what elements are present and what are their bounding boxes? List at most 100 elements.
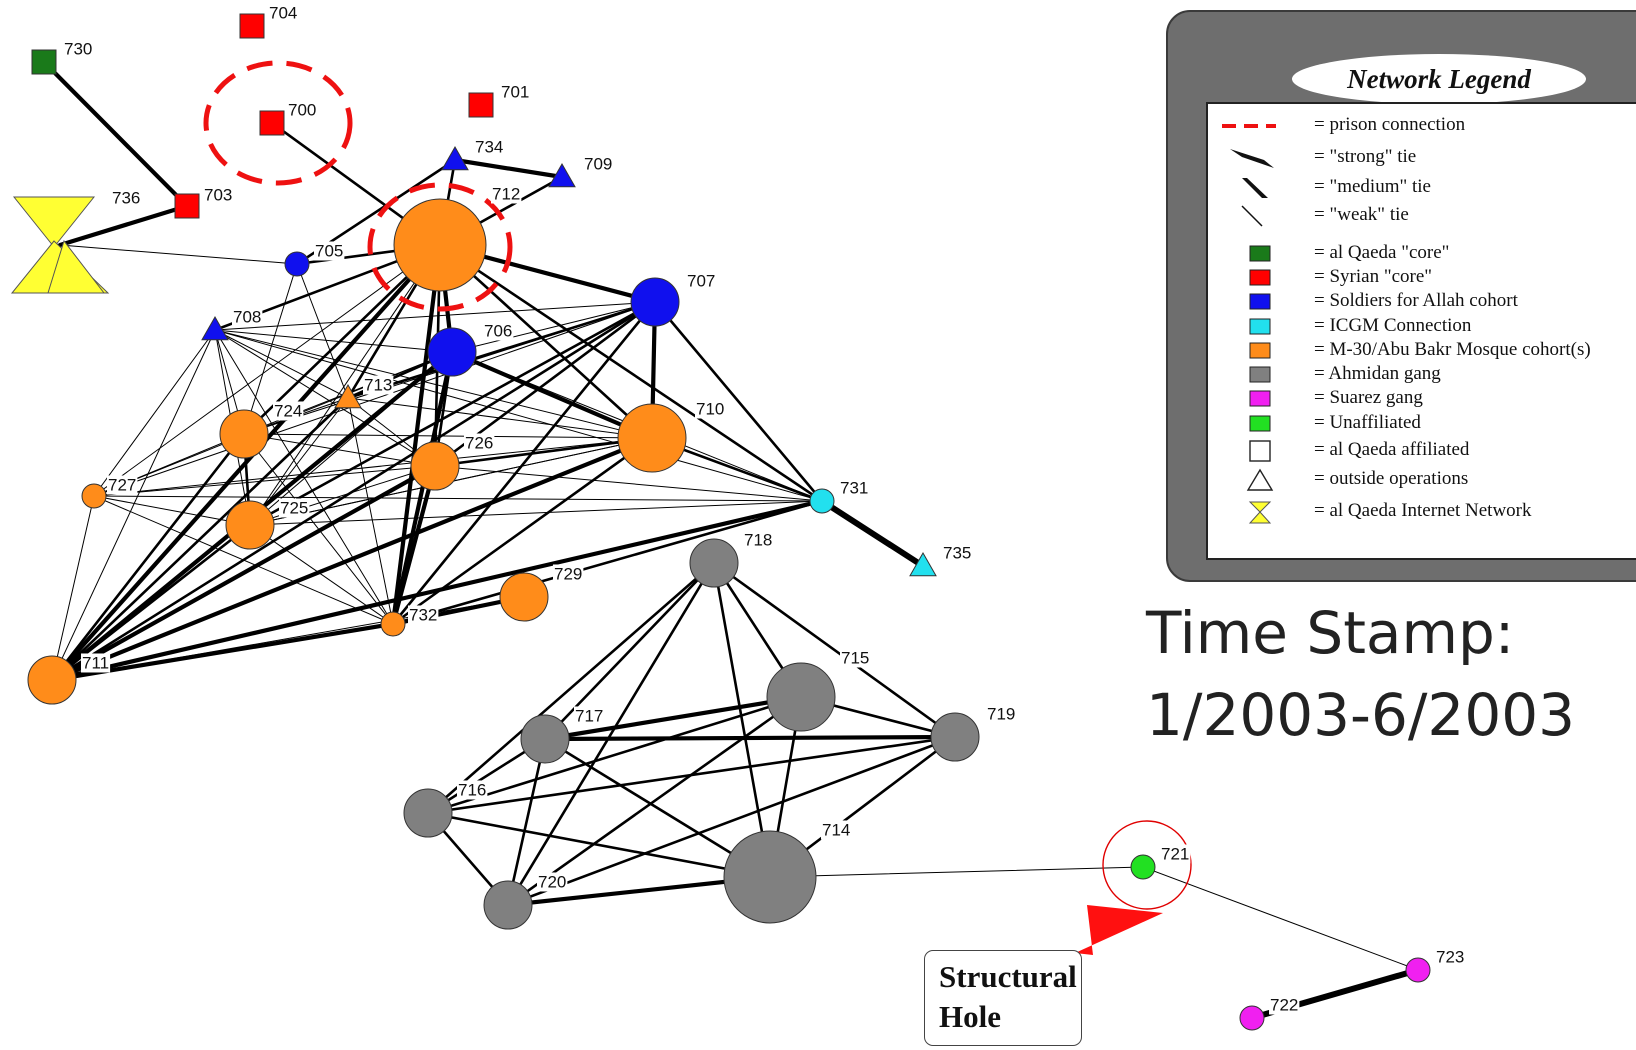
edge-726-731 bbox=[434, 465, 823, 502]
node-716[interactable] bbox=[403, 788, 453, 838]
edge-726-711 bbox=[49, 463, 438, 683]
node-726[interactable] bbox=[410, 441, 460, 491]
edge-727-732 bbox=[93, 495, 394, 625]
edge-705-713 bbox=[296, 263, 349, 399]
edge-712-731 bbox=[438, 243, 824, 503]
node-701[interactable] bbox=[468, 92, 494, 118]
node-705[interactable] bbox=[284, 251, 310, 277]
node-label-736: 736 bbox=[112, 188, 140, 207]
edge-711-731 bbox=[49, 498, 825, 683]
edge-705-724 bbox=[243, 263, 298, 435]
node-714[interactable] bbox=[723, 830, 817, 924]
node-label-714: 714 bbox=[822, 820, 850, 839]
edge-713-732 bbox=[347, 397, 394, 625]
legend-item-8: = M-30/Abu Bakr Mosque cohort(s) bbox=[1208, 337, 1636, 363]
node-721[interactable] bbox=[1130, 854, 1156, 880]
node-label-705: 705 bbox=[315, 241, 343, 260]
edge-718-714 bbox=[712, 561, 772, 879]
edge-707-727 bbox=[93, 301, 656, 497]
node-717[interactable] bbox=[520, 714, 570, 764]
node-718[interactable] bbox=[689, 538, 739, 588]
legend-item-1: = "strong" tie bbox=[1208, 144, 1636, 170]
node-724[interactable] bbox=[219, 409, 269, 459]
edge-736-705 bbox=[59, 244, 298, 265]
edge-724-711 bbox=[50, 432, 246, 682]
legend-item-9: = Ahmidan gang bbox=[1208, 361, 1636, 387]
node-723[interactable] bbox=[1405, 957, 1431, 983]
legend-label: = al Qaeda "core" bbox=[1314, 242, 1450, 263]
node-label-710: 710 bbox=[696, 399, 724, 418]
node-720[interactable] bbox=[483, 880, 533, 930]
node-731[interactable] bbox=[809, 488, 835, 514]
timestamp-label: Time Stamp: bbox=[1146, 599, 1515, 667]
node-704[interactable] bbox=[239, 13, 265, 39]
node-727[interactable] bbox=[81, 483, 107, 509]
legend-item-3: = "weak" tie bbox=[1208, 202, 1636, 228]
node-label-725: 725 bbox=[280, 498, 308, 517]
node-725[interactable] bbox=[225, 500, 275, 550]
node-710[interactable] bbox=[617, 403, 687, 473]
node-label-721: 721 bbox=[1161, 844, 1189, 863]
legend-symbol-medium bbox=[1242, 178, 1268, 198]
node-734[interactable] bbox=[441, 145, 469, 171]
node-713[interactable] bbox=[334, 383, 362, 409]
structural-hole-line1: Structural bbox=[939, 959, 1077, 994]
node-label-730: 730 bbox=[64, 39, 92, 58]
edge-713-710 bbox=[347, 397, 653, 439]
labels-layer: 7007017037047307367057077067087347097127… bbox=[63, 3, 1466, 1015]
edge-711-729 bbox=[51, 596, 525, 681]
node-722[interactable] bbox=[1239, 1005, 1265, 1031]
structural-hole-callout: Structural Hole bbox=[924, 950, 1082, 1046]
node-label-729: 729 bbox=[554, 564, 582, 583]
annotations-layer bbox=[203, 60, 1192, 955]
legend-symbol-swatch bbox=[1249, 366, 1271, 383]
node-712[interactable] bbox=[393, 198, 487, 292]
legend-title: Network Legend bbox=[1292, 54, 1586, 104]
edge-727-711 bbox=[51, 495, 95, 681]
legend-symbol-swatch bbox=[1249, 269, 1271, 286]
edge-726-727 bbox=[93, 465, 436, 497]
edge-712-725 bbox=[249, 244, 441, 526]
edge-707-711 bbox=[50, 300, 657, 682]
edge-708-731 bbox=[214, 329, 823, 502]
legend-item-4: = al Qaeda "core" bbox=[1208, 240, 1636, 266]
node-label-711: 711 bbox=[82, 653, 109, 672]
edge-708-732 bbox=[214, 329, 394, 625]
edge-726-710 bbox=[433, 436, 654, 468]
legend-symbol-weak bbox=[1241, 205, 1263, 227]
node-709[interactable] bbox=[548, 162, 576, 188]
node-708[interactable] bbox=[201, 315, 229, 341]
node-711[interactable] bbox=[27, 655, 77, 705]
timestamp-range: 1/2003-6/2003 bbox=[1146, 681, 1576, 749]
node-729[interactable] bbox=[499, 572, 549, 622]
node-715[interactable] bbox=[766, 662, 836, 732]
legend-label: = "strong" tie bbox=[1314, 146, 1417, 167]
node-732[interactable] bbox=[380, 611, 406, 637]
prison-circle-712 bbox=[367, 182, 513, 312]
structural-hole-line2: Hole bbox=[939, 999, 1001, 1034]
legend-label: = M-30/Abu Bakr Mosque cohort(s) bbox=[1314, 339, 1591, 360]
legend-symbol-swatch bbox=[1249, 342, 1271, 359]
node-706[interactable] bbox=[427, 327, 477, 377]
node-label-719: 719 bbox=[987, 704, 1015, 723]
edge-714-721 bbox=[769, 866, 1144, 878]
node-label-713: 713 bbox=[364, 375, 392, 394]
node-label-709: 709 bbox=[584, 154, 612, 173]
node-label-722: 722 bbox=[1270, 995, 1298, 1014]
node-730[interactable] bbox=[31, 49, 57, 75]
edge-730-703 bbox=[41, 59, 190, 209]
node-735[interactable] bbox=[909, 551, 937, 577]
edge-707-731 bbox=[653, 300, 824, 503]
node-label-735: 735 bbox=[943, 543, 971, 562]
node-736[interactable] bbox=[10, 196, 110, 294]
node-label-717: 717 bbox=[575, 706, 603, 725]
node-719[interactable] bbox=[930, 712, 980, 762]
legend-label: = al Qaeda Internet Network bbox=[1314, 500, 1532, 521]
node-700[interactable] bbox=[259, 110, 285, 136]
node-707[interactable] bbox=[630, 277, 680, 327]
node-703[interactable] bbox=[174, 193, 200, 219]
node-label-724: 724 bbox=[274, 401, 302, 420]
node-label-708: 708 bbox=[233, 307, 261, 326]
node-label-712: 712 bbox=[492, 184, 520, 203]
